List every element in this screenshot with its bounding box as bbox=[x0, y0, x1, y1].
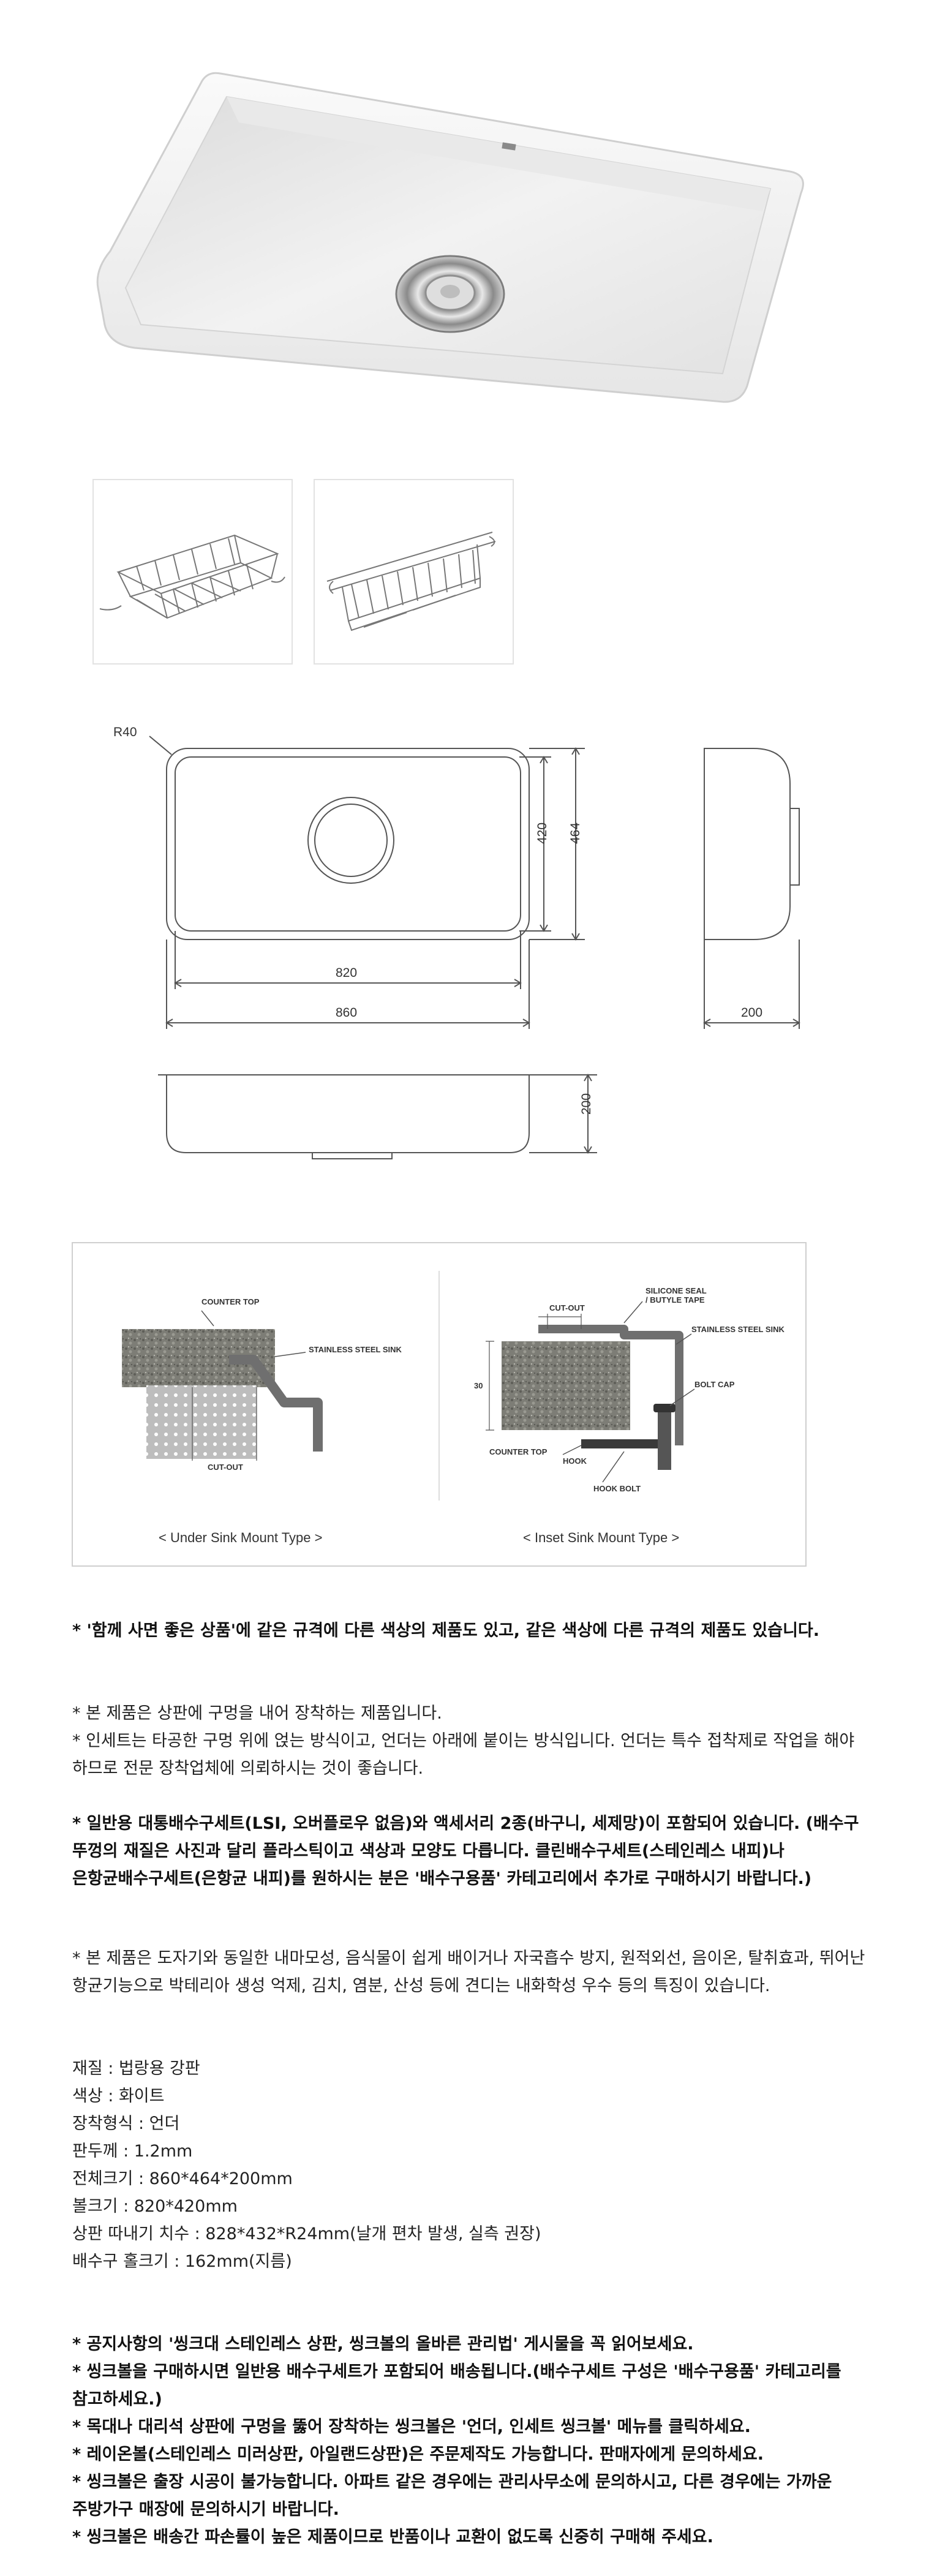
bolt-cap-label: BOLT CAP bbox=[694, 1380, 735, 1389]
final-notices: * 공지사항의 '씽크대 스테인레스 상판, 씽크볼의 올바른 관리법' 게시물… bbox=[72, 2330, 868, 2551]
dim-front-depth: 200 bbox=[579, 1093, 593, 1115]
butyle-tape-label: / BUTYLE TAPE bbox=[645, 1295, 705, 1305]
mount-type-illustration: COUNTER TOP STAINLESS STEEL SINK CUT-OUT… bbox=[122, 1271, 785, 1545]
product-photo-sink bbox=[96, 72, 804, 403]
dim-side-depth: 200 bbox=[741, 1006, 762, 1020]
final-notice-6: * 씽크볼은 배송간 파손률이 높은 제품이므로 반품이나 교환이 없도록 신중… bbox=[72, 2528, 713, 2547]
spec-material: 재질 : 법랑용 강판 bbox=[72, 2059, 200, 2078]
final-notice-3: * 목대나 대리석 상판에 구멍을 뚫어 장착하는 씽크볼은 '언더, 인세트 … bbox=[72, 2417, 751, 2436]
spec-overall-size: 전체크기 : 860*464*200mm bbox=[72, 2169, 293, 2188]
dimension-drawing: R40 420 464 820 860 200 200 bbox=[113, 725, 800, 1159]
final-notice-1: * 공지사항의 '씽크대 스테인레스 상판, 씽크볼의 올바른 관리법' 게시물… bbox=[72, 2335, 694, 2354]
spec-thickness: 판두께 : 1.2mm bbox=[72, 2142, 193, 2161]
drainer-basket-illustration bbox=[99, 534, 285, 619]
right-steel-sink-label: STAINLESS STEEL SINK bbox=[691, 1325, 785, 1334]
spec-list: 재질 : 법랑용 강판 색상 : 화이트 장착형식 : 언더 판두께 : 1.2… bbox=[72, 2055, 868, 2275]
final-notice-2: * 씽크볼을 구매하시면 일반용 배수구세트가 포함되어 배송됩니다.(배수구세… bbox=[72, 2362, 841, 2409]
right-counter-top-label: COUNTER TOP bbox=[489, 1447, 548, 1456]
under-mount-caption: < Under Sink Mount Type > bbox=[159, 1530, 322, 1545]
notice-related-products-text: * '함께 사면 좋은 상품'에 같은 규격에 다른 색상의 제품도 있고, 같… bbox=[72, 1621, 820, 1640]
left-steel-sink-label: STAINLESS STEEL SINK bbox=[309, 1345, 402, 1354]
notice-features: * 본 제품은 도자기와 동일한 내마모성, 음식물이 쉽게 배이거나 자국흡수… bbox=[72, 1945, 868, 2000]
left-counter-top-label: COUNTER TOP bbox=[201, 1297, 260, 1306]
silicone-seal-label: SILICONE SEAL bbox=[645, 1286, 707, 1295]
dim-inner-width: 820 bbox=[336, 966, 357, 980]
final-notice-5: * 씽크볼은 출장 시공이 불가능합니다. 아파트 같은 경우에는 관리사무소에… bbox=[72, 2472, 832, 2519]
notice-installation: * 본 제품은 상판에 구멍을 내어 장착하는 제품입니다. * 인세트는 타공… bbox=[72, 1700, 868, 1782]
spec-mount-type: 장착형식 : 언더 bbox=[72, 2114, 180, 2133]
spec-cutout-size: 상판 따내기 치수 : 828*432*R24mm(날개 편차 발생, 실측 권… bbox=[72, 2224, 541, 2243]
dim-outer-height: 464 bbox=[568, 823, 582, 844]
hook-bolt-label: HOOK BOLT bbox=[593, 1484, 641, 1493]
thickness-label: 30 bbox=[474, 1381, 483, 1390]
final-notice-4: * 레이온볼(스테인레스 미러상판, 아일랜드상판)은 주문제작도 가능합니다.… bbox=[72, 2445, 764, 2464]
hook-label: HOOK bbox=[563, 1456, 587, 1466]
spec-bowl-size: 볼크기 : 820*420mm bbox=[72, 2197, 238, 2216]
notice-installation-text-1: * 본 제품은 상판에 구멍을 내어 장착하는 제품입니다. bbox=[72, 1704, 442, 1723]
notice-included-items-text: * 일반용 대통배수구세트(LSI, 오버플로우 없음)와 액세서리 2종(바구… bbox=[72, 1814, 859, 1888]
dim-inner-height: 420 bbox=[535, 823, 549, 844]
sink-rack-illustration bbox=[326, 532, 496, 631]
mount-type-diagram: COUNTER TOP STAINLESS STEEL SINK CUT-OUT… bbox=[72, 1242, 807, 1567]
dim-corner-radius: R40 bbox=[113, 725, 137, 739]
spec-color: 색상 : 화이트 bbox=[72, 2087, 165, 2106]
notice-installation-text-2: * 인세트는 타공한 구멍 위에 얹는 방식이고, 언더는 아래에 붙이는 방식… bbox=[72, 1731, 855, 1778]
inset-mount-caption: < Inset Sink Mount Type > bbox=[523, 1530, 679, 1545]
notice-related-products: * '함께 사면 좋은 상품'에 같은 규격에 다른 색상의 제품도 있고, 같… bbox=[72, 1617, 868, 1644]
thumbnail-drainer-basket bbox=[92, 479, 293, 665]
thumbnail-sink-rack bbox=[314, 479, 514, 665]
spec-drain-hole: 배수구 홀크기 : 162mm(지름) bbox=[72, 2252, 292, 2271]
right-cut-out-label: CUT-OUT bbox=[549, 1303, 585, 1312]
notice-features-text: * 본 제품은 도자기와 동일한 내마모성, 음식물이 쉽게 배이거나 자국흡수… bbox=[72, 1949, 865, 1995]
dim-outer-width: 860 bbox=[336, 1006, 357, 1020]
notice-included-items: * 일반용 대통배수구세트(LSI, 오버플로우 없음)와 액세서리 2종(바구… bbox=[72, 1810, 868, 1892]
left-cut-out-label: CUT-OUT bbox=[208, 1463, 243, 1472]
